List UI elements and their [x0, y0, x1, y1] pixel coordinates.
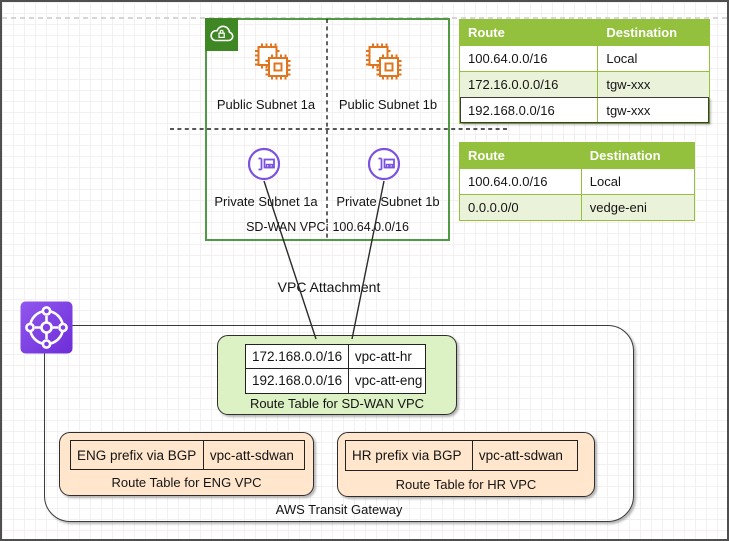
ec2-instances-icon-1a — [251, 40, 297, 86]
eng-route-table-caption: Route Table for ENG VPC — [111, 475, 262, 490]
private-subnet-1a-label: Private Subnet 1a — [214, 194, 318, 209]
network-interface-icon-1a — [247, 147, 281, 181]
public-subnet-1a-label: Public Subnet 1a — [216, 97, 316, 112]
attachment-cell: vpc-att-sdwan — [471, 440, 578, 471]
prefix-cell: ENG prefix via BGP — [70, 440, 204, 470]
public-subnet-route-table: Route Destination 100.64.0.0/16 Local 17… — [459, 19, 710, 124]
public-subnet-1b-label: Public Subnet 1b — [338, 97, 438, 112]
destination-cell: Local — [597, 46, 709, 71]
private-subnet-1b-label: Private Subnet 1b — [336, 194, 440, 209]
route-cell: 172.168.0.0/16 — [245, 344, 349, 369]
table-row: 192.168.0.0/16 tgw-xxx — [460, 97, 709, 123]
route-cell: 172.16.0.0.0/16 — [468, 77, 559, 92]
table-header-row: Route Destination — [460, 143, 694, 168]
destination-cell: tgw-xxx — [597, 98, 709, 123]
transit-gateway-icon — [20, 301, 73, 354]
destination-column-header: Destination — [597, 20, 709, 45]
route-cell: 192.168.0.0/16 — [245, 367, 349, 394]
table-header-row: Route Destination — [460, 20, 709, 45]
hr-route-table-caption: Route Table for HR VPC — [395, 477, 537, 492]
attachment-cell: vpc-att-hr — [347, 344, 426, 369]
eng-route-table: ENG prefix via BGP vpc-att-sdwan — [70, 440, 305, 470]
destination-cell: tgw-xxx — [597, 72, 709, 97]
table-row: 172.16.0.0.0/16 tgw-xxx — [460, 71, 709, 97]
route-cell: 100.64.0.0/16 — [468, 174, 548, 189]
vpc-cloud-icon — [205, 18, 238, 51]
sdwan-vpc-label: SD-WAN VPC: 100.64.0.0/16 — [246, 220, 409, 234]
sdwan-route-table-caption: Route Table for SD-WAN VPC — [249, 396, 425, 411]
table-row: 100.64.0.0/16 Local — [460, 168, 694, 194]
destination-column-header: Destination — [580, 143, 694, 168]
destination-cell: vedge-eni — [580, 195, 694, 220]
attachment-cell: vpc-att-sdwan — [202, 440, 305, 470]
aws-transit-gateway-label: AWS Transit Gateway — [275, 502, 403, 517]
attachment-cell: vpc-att-eng — [347, 367, 426, 394]
destination-cell: Local — [580, 169, 694, 194]
vpc-attachment-label: VPC Attachment — [277, 279, 381, 295]
ec2-instances-icon-1b — [362, 40, 408, 86]
prefix-cell: HR prefix via BGP — [345, 440, 473, 471]
network-interface-icon-1b — [367, 147, 401, 181]
hr-route-table: HR prefix via BGP vpc-att-sdwan — [345, 440, 578, 471]
route-cell: 100.64.0.0/16 — [468, 51, 548, 66]
table-row: 0.0.0.0/0 vedge-eni — [460, 194, 694, 220]
route-cell: 0.0.0.0/0 — [468, 200, 519, 215]
aws-transit-gateway-container — [44, 325, 634, 522]
sdwan-route-table: 172.168.0.0/16 vpc-att-hr 192.168.0.0/16… — [245, 344, 426, 394]
route-column-header: Route — [468, 148, 505, 163]
route-cell: 192.168.0.0/16 — [468, 103, 555, 118]
table-row: 100.64.0.0/16 Local — [460, 45, 709, 71]
route-column-header: Route — [468, 25, 505, 40]
private-subnet-route-table: Route Destination 100.64.0.0/16 Local 0.… — [459, 142, 695, 221]
